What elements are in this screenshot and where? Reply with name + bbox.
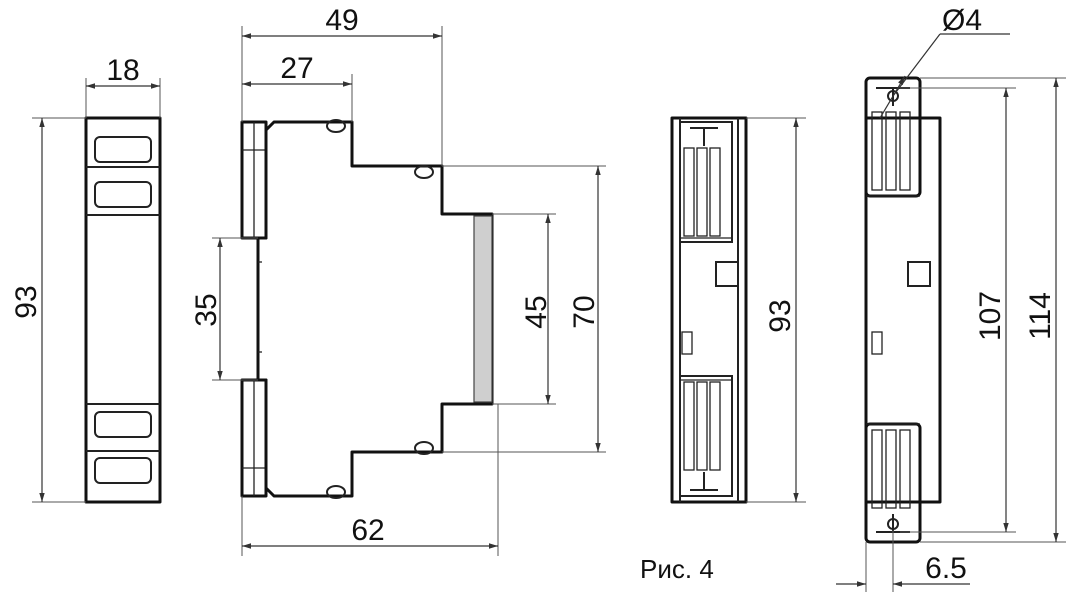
rear-view: 93 [670,116,806,504]
side-height-label: 70 [568,295,601,328]
side-mid-label: 45 [520,295,553,328]
mount-inner-label: 107 [974,291,1007,341]
mounting-view: Ø4 107 114 6.5 [836,4,1066,592]
side-depth-label: 62 [351,514,384,547]
mount-offset-label: 6.5 [925,552,967,585]
front-height-label: 93 [10,285,43,318]
front-view: 18 93 [10,54,162,504]
side-view: 49 27 35 45 70 62 [190,4,606,556]
figure-caption: Рис. 4 [640,554,714,584]
hole-diameter-label: Ø4 [942,4,982,37]
mount-total-label: 114 [1024,292,1057,340]
front-width-label: 18 [106,54,139,87]
side-top-inner-label: 27 [280,52,313,85]
rear-height-label: 93 [764,299,797,332]
side-top-total-label: 49 [325,4,358,37]
side-rail-label: 35 [190,293,223,326]
